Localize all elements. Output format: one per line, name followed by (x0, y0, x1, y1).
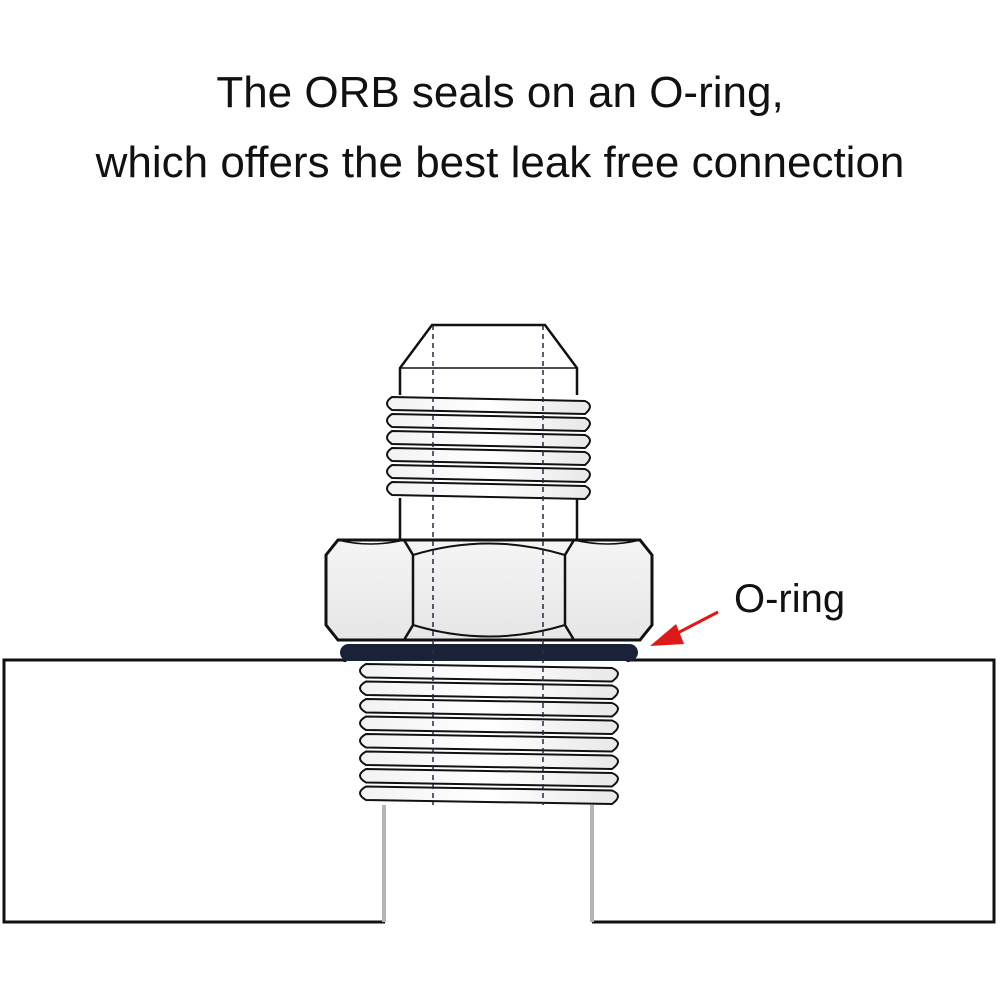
port-block (2, 658, 996, 924)
flare-cone (398, 323, 579, 395)
upper-thread-crest (386, 463, 591, 484)
o-ring-seal (340, 644, 638, 661)
title-line-1: The ORB seals on an O-ring, (216, 68, 784, 117)
o-ring (340, 644, 638, 661)
port-bore (382, 805, 594, 922)
hex-nut (324, 538, 654, 642)
lower-thread-crest (359, 732, 619, 753)
upper-thread-crest (386, 480, 591, 501)
lower-thread-crest (359, 680, 619, 701)
flare-tube-end (398, 323, 579, 540)
lower-thread-crest (359, 767, 619, 788)
lower-thread (359, 662, 619, 806)
o-ring-label: O-ring (734, 577, 845, 621)
upper-thread-crest (386, 429, 591, 450)
upper-thread-crest (386, 446, 591, 467)
lower-thread-crest (359, 662, 619, 683)
o-ring-callout: O-ring (650, 577, 845, 646)
lower-thread-crest (359, 750, 619, 771)
callout-arrow-head (650, 624, 684, 646)
internal-passage (432, 325, 544, 805)
lower-thread-crest (359, 785, 619, 806)
hex-body (324, 538, 654, 642)
upper-thread-crest (386, 395, 591, 416)
diagram-title: The ORB seals on an O-ring, which offers… (0, 58, 1000, 198)
lower-thread-crest (359, 697, 619, 718)
upper-thread (386, 395, 591, 501)
port-block-right (626, 658, 996, 924)
lower-thread-crest (359, 715, 619, 736)
port-block-left (2, 658, 347, 924)
upper-thread-crest (386, 412, 591, 433)
title-line-2: which offers the best leak free connecti… (95, 138, 905, 187)
